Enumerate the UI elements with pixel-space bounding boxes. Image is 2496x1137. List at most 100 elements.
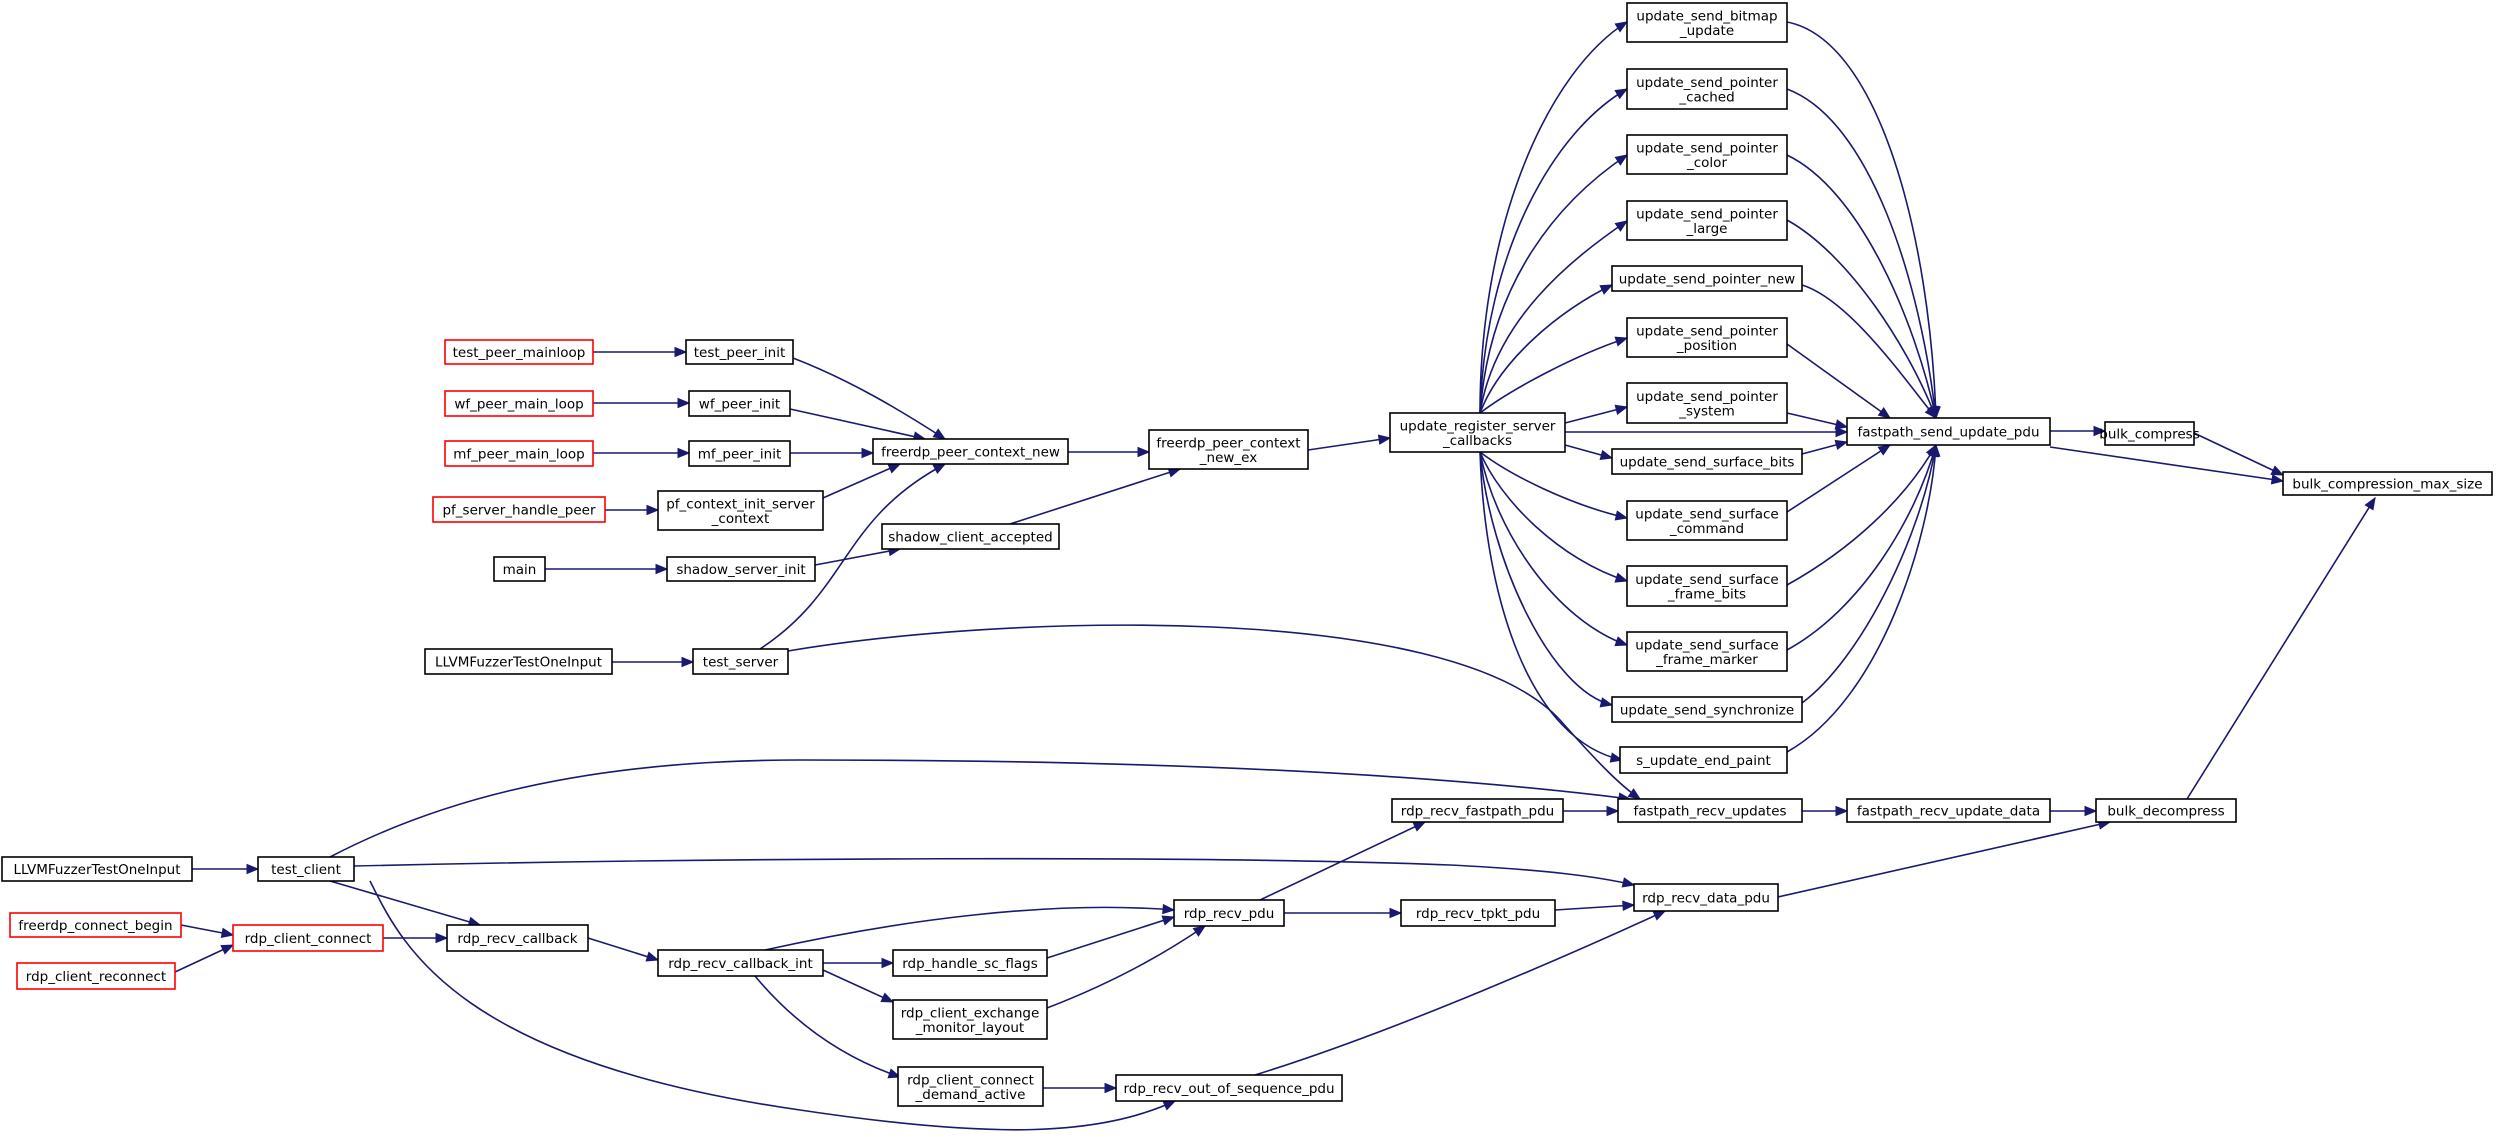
node-box-fpcn[interactable] [872,438,1069,465]
node-fpcne[interactable]: freerdp_peer_context_new_ex [1148,429,1309,470]
node-box-usc[interactable] [1626,500,1788,541]
node-box-ups[interactable] [1626,382,1788,424]
node-fru[interactable]: fastpath_recv_updates [1617,798,1803,823]
node-llvm1[interactable]: LLVMFuzzerTestOneInput [1,856,193,882]
node-tpm[interactable]: test_peer_mainloop [444,339,594,365]
node-box-tpi[interactable] [685,339,794,365]
node-box-fru[interactable] [1617,798,1803,823]
node-rrc[interactable]: rdp_recv_callback [446,924,589,952]
node-suep[interactable]: s_update_end_paint [1619,746,1788,774]
node-llvm2[interactable]: LLVMFuzzerTestOneInput [424,648,613,675]
node-box-upl[interactable] [1626,200,1788,241]
node-box-ssi[interactable] [666,556,816,582]
node-box-main[interactable] [493,556,546,582]
node-ssi[interactable]: shadow_server_init [666,556,816,582]
node-box-usfb[interactable] [1626,565,1788,607]
node-mpi[interactable]: mf_peer_init [688,440,791,467]
node-bd[interactable]: bulk_decompress [2095,798,2237,823]
node-tc[interactable]: test_client [257,856,355,882]
node-box-rrdp[interactable] [1633,883,1779,912]
node-usc[interactable]: update_send_surface_command [1626,500,1788,541]
node-ubu[interactable]: update_send_bitmap_update [1626,2,1788,43]
node-upc[interactable]: update_send_pointer_cached [1626,68,1788,110]
node-box-rrp[interactable] [1173,899,1285,927]
node-box-mpml[interactable] [444,440,594,467]
node-pshp[interactable]: pf_server_handle_peer [432,496,606,523]
node-box-uss[interactable] [1611,696,1803,723]
node-wpi[interactable]: wf_peer_init [688,390,791,417]
node-upp[interactable]: update_send_pointer_position [1626,317,1788,358]
node-upcol[interactable]: update_send_pointer_color [1626,134,1788,175]
node-fsup[interactable]: fastpath_send_update_pdu [1846,417,2051,446]
node-box-usfm[interactable] [1626,631,1788,672]
node-box-upcol[interactable] [1626,134,1788,175]
node-uss[interactable]: update_send_synchronize [1611,696,1803,723]
node-rrfp[interactable]: rdp_recv_fastpath_pdu [1391,798,1564,823]
node-box-upp[interactable] [1626,317,1788,358]
node-box-mpi[interactable] [688,440,791,467]
node-sca[interactable]: shadow_client_accepted [881,523,1060,550]
node-box-fcb[interactable] [9,912,182,938]
node-frud[interactable]: fastpath_recv_update_data [1846,798,2051,823]
node-rrtp[interactable]: rdp_recv_tpkt_pdu [1400,899,1556,927]
node-rrci[interactable]: rdp_recv_callback_int [657,949,824,977]
node-box-ts[interactable] [692,648,789,675]
node-fcb[interactable]: freerdp_connect_begin [9,912,182,938]
node-box-bd[interactable] [2095,798,2237,823]
node-usfm[interactable]: update_send_surface_frame_marker [1626,631,1788,672]
node-box-pcis[interactable] [657,490,824,531]
node-box-bcms[interactable] [2282,471,2493,496]
node-box-rccda[interactable] [897,1066,1044,1107]
node-upl[interactable]: update_send_pointer_large [1626,200,1788,241]
node-ups[interactable]: update_send_pointer_system [1626,382,1788,424]
node-box-tpm[interactable] [444,339,594,365]
node-box-upc[interactable] [1626,68,1788,110]
node-box-ubu[interactable] [1626,2,1788,43]
node-main[interactable]: main [493,556,546,582]
node-box-fsup[interactable] [1846,417,2051,446]
node-rcem[interactable]: rdp_client_exchange_monitor_layout [892,999,1048,1040]
node-box-frud[interactable] [1846,798,2051,823]
node-box-sca[interactable] [881,523,1060,550]
node-bcms[interactable]: bulk_compression_max_size [2282,471,2493,496]
node-box-rrtp[interactable] [1400,899,1556,927]
node-fpcn[interactable]: freerdp_peer_context_new [872,438,1069,465]
node-rccda[interactable]: rdp_client_connect_demand_active [897,1066,1044,1107]
node-rcr[interactable]: rdp_client_reconnect [16,962,176,990]
node-ts[interactable]: test_server [692,648,789,675]
node-ursc[interactable]: update_register_server_callbacks [1389,412,1566,453]
node-box-upn[interactable] [1611,265,1803,292]
node-box-bc[interactable] [2104,421,2195,446]
node-pcis[interactable]: pf_context_init_server_context [657,490,824,531]
node-box-rcc[interactable] [232,924,384,952]
node-box-usb[interactable] [1611,448,1803,475]
node-box-llvm2[interactable] [424,648,613,675]
node-box-rrci[interactable] [657,949,824,977]
node-box-rrc[interactable] [446,924,589,952]
node-upn[interactable]: update_send_pointer_new [1611,265,1803,292]
node-box-suep[interactable] [1619,746,1788,774]
node-box-rroos[interactable] [1115,1074,1343,1102]
node-box-llvm1[interactable] [1,856,193,882]
node-mpml[interactable]: mf_peer_main_loop [444,440,594,467]
node-rrdp[interactable]: rdp_recv_data_pdu [1633,883,1779,912]
node-box-rcr[interactable] [16,962,176,990]
node-bc[interactable]: bulk_compress [2099,421,2200,446]
node-box-rrfp[interactable] [1391,798,1564,823]
node-rcc[interactable]: rdp_client_connect [232,924,384,952]
node-box-rcem[interactable] [892,999,1048,1040]
node-box-pshp[interactable] [432,496,606,523]
node-box-ursc[interactable] [1389,412,1566,453]
node-rrp[interactable]: rdp_recv_pdu [1173,899,1285,927]
node-rroos[interactable]: rdp_recv_out_of_sequence_pdu [1115,1074,1343,1102]
node-tpi[interactable]: test_peer_init [685,339,794,365]
node-box-rhsf[interactable] [892,949,1048,977]
node-box-wpml[interactable] [444,390,594,417]
node-usb[interactable]: update_send_surface_bits [1611,448,1803,475]
node-rhsf[interactable]: rdp_handle_sc_flags [892,949,1048,977]
node-usfb[interactable]: update_send_surface_frame_bits [1626,565,1788,607]
node-box-fpcne[interactable] [1148,429,1309,470]
node-box-wpi[interactable] [688,390,791,417]
node-box-tc[interactable] [257,856,355,882]
node-wpml[interactable]: wf_peer_main_loop [444,390,594,417]
